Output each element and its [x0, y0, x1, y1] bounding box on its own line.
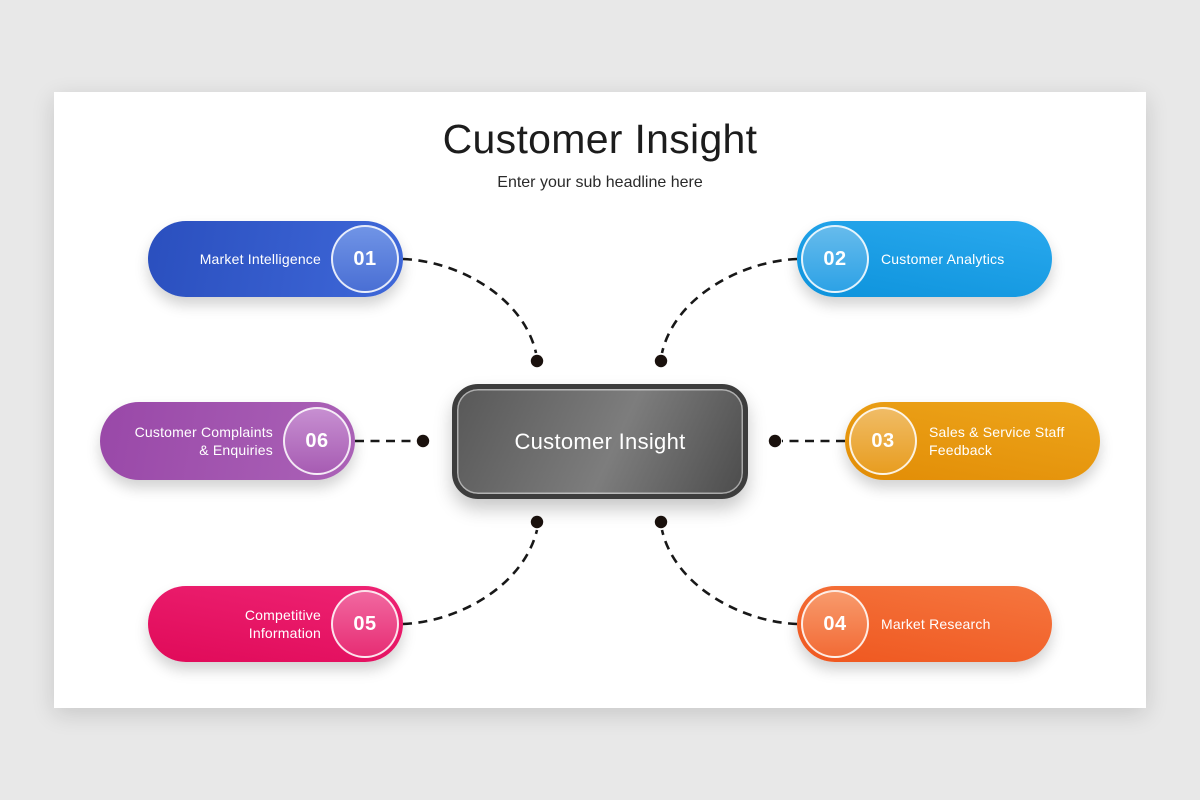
slide-title: Customer Insight	[442, 116, 758, 162]
center-node-label: Customer Insight	[514, 428, 686, 454]
node-number: 03	[871, 429, 895, 452]
connector-dot	[416, 434, 430, 448]
slide-canvas: Customer Insight Enter your sub headline…	[54, 92, 1146, 708]
node-label: Customer Complaints & Enquiries	[134, 423, 273, 458]
connector-dot	[530, 515, 544, 529]
connector-dot	[654, 515, 668, 529]
slide-subtitle: Enter your sub headline here	[497, 174, 703, 191]
node-number: 02	[823, 247, 847, 270]
node-label: Market Research	[881, 615, 991, 632]
connector-dot	[654, 354, 668, 368]
node-number-badge: 03	[849, 407, 917, 475]
node-number: 06	[305, 429, 329, 452]
node-number-badge: 02	[801, 225, 869, 293]
connector-top-left	[402, 257, 538, 354]
node-label: Customer Analytics	[881, 250, 1005, 267]
node-number-badge: 06	[283, 407, 351, 475]
node-label: Competitive Information	[244, 606, 321, 641]
node-number-badge: 01	[331, 225, 399, 293]
node-sales-service-staff-feedback: 03 Sales & Service Staff Feedback	[845, 402, 1100, 480]
node-market-intelligence: Market Intelligence 01	[148, 221, 403, 297]
node-number: 01	[353, 247, 377, 270]
connector-top-right	[660, 257, 798, 354]
node-customer-complaints-enquiries: Customer Complaints & Enquiries 06	[100, 402, 355, 480]
node-number: 04	[823, 612, 847, 635]
node-number-badge: 04	[801, 590, 869, 658]
node-number-badge: 05	[331, 590, 399, 658]
connector-lines	[355, 257, 845, 626]
connector-dot	[768, 434, 782, 448]
node-competitive-information: Competitive Information 05	[148, 586, 403, 662]
center-node: Customer Insight	[452, 384, 748, 499]
node-market-research: 04 Market Research	[797, 586, 1052, 662]
node-label: Market Intelligence	[199, 250, 321, 267]
connector-bottom-left	[402, 529, 539, 626]
node-label: Sales & Service Staff Feedback	[929, 423, 1065, 458]
node-number: 05	[353, 612, 377, 635]
connector-bottom-right	[660, 529, 798, 626]
node-customer-analytics: 02 Customer Analytics	[797, 221, 1052, 297]
connector-dot	[530, 354, 544, 368]
